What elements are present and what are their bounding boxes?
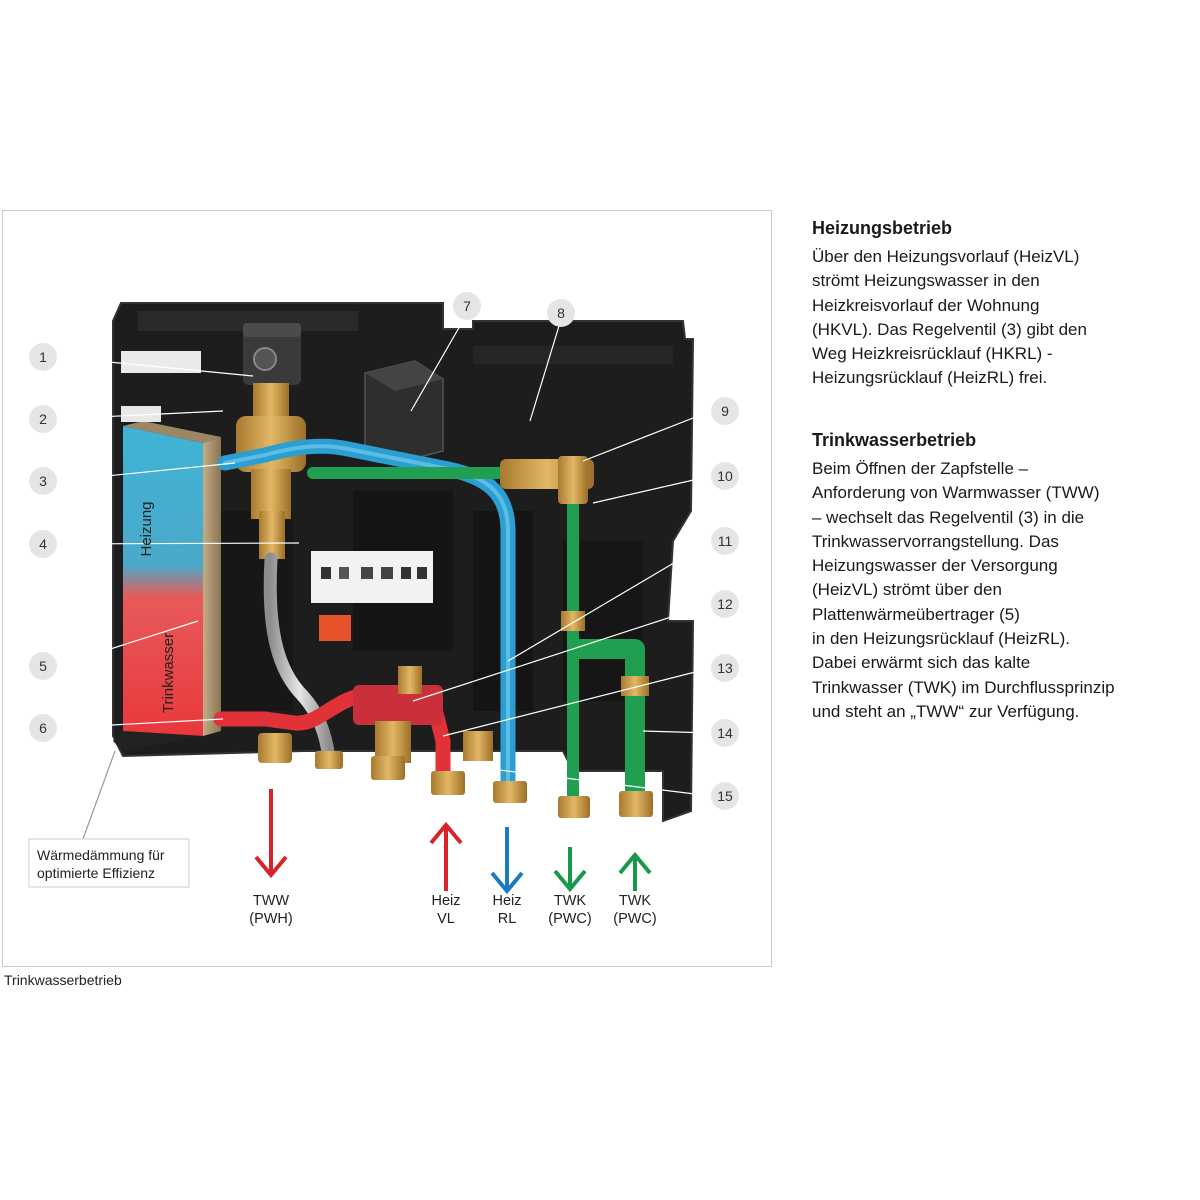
drinking-water-mode-section: Trinkwasserbetrieb Beim Öffnen der Zapfs… xyxy=(812,430,1192,724)
callout-number: 6 xyxy=(39,720,47,736)
callout-8 xyxy=(547,299,575,327)
text-line: Trinkwasservorrangstellung. Das xyxy=(812,531,1059,551)
callout-number: 1 xyxy=(39,349,47,365)
station-diagram: 1 2 3 4 5 6 7 8 9 10 11 12 13 14 15 Heiz… xyxy=(28,292,739,927)
text-line: Weg Heizkreisrücklauf (HKRL) - xyxy=(812,344,1053,364)
arrow-heiz-rl xyxy=(490,827,524,895)
connection-label: TWW xyxy=(253,893,290,909)
text-line: Dabei erwärmt sich das kalte xyxy=(812,653,1031,673)
callout-13 xyxy=(711,654,739,682)
arrow-twk-out xyxy=(553,847,587,893)
plate-heat-exchanger xyxy=(113,421,221,751)
callout-number: 14 xyxy=(717,725,733,741)
text-line: Beim Öffnen der Zapfstelle – xyxy=(812,459,1029,478)
callout-number: 7 xyxy=(463,298,471,314)
callout-number: 11 xyxy=(718,533,733,549)
text-line: in den Heizungsrücklauf (HeizRL). xyxy=(812,629,1070,649)
drinking-water-mode-title: Trinkwasserbetrieb xyxy=(812,430,977,450)
info-panel xyxy=(121,351,433,641)
exchanger-label-drinking-water: Trinkwasser xyxy=(160,633,177,713)
connection-label: TWK xyxy=(554,893,587,909)
callout-5 xyxy=(29,652,57,680)
connection-label: (PWC) xyxy=(613,911,657,927)
drinking-water-mode-text: Beim Öffnen der Zapfstelle – Anforderung… xyxy=(812,457,1192,724)
callout-6 xyxy=(29,714,57,742)
connection-labels: TWW (PWH) Heiz VL Heiz RL TWK (PWC) TWK … xyxy=(249,893,657,927)
hot-water-pipes xyxy=(213,666,493,779)
figure-frame: 1 2 3 4 5 6 7 8 9 10 11 12 13 14 15 Heiz… xyxy=(2,210,772,967)
callout-2 xyxy=(29,405,57,433)
callout-7 xyxy=(453,292,481,320)
callout-1 xyxy=(29,343,57,371)
text-line: (HeizVL) strömt über den xyxy=(812,580,1002,600)
insulation-note: Wärmedämmung für optimierte Effizienz xyxy=(28,838,190,888)
callout-number: 13 xyxy=(717,660,733,676)
callout-number: 15 xyxy=(717,788,733,804)
callout-number: 3 xyxy=(39,473,47,489)
figure-caption: Trinkwasserbetrieb xyxy=(4,972,122,988)
insulation-note-line: Wärmedämmung für xyxy=(37,847,165,863)
text-line: und steht an „TWW“ zur Verfügung. xyxy=(812,701,1080,721)
callout-numbers: 1 2 3 4 5 6 7 8 9 10 11 12 13 14 15 xyxy=(39,298,733,804)
text-line: (HKVL). Das Regelventil (3) gibt den xyxy=(812,319,1087,339)
heating-mode-title: Heizungsbetrieb xyxy=(812,218,953,238)
callout-number: 9 xyxy=(721,403,729,419)
callout-10 xyxy=(711,462,739,490)
text-line: Heizkreisvorlauf der Wohnung xyxy=(812,295,1040,315)
callout-number: 4 xyxy=(39,536,47,552)
callout-9 xyxy=(711,397,739,425)
callout-12 xyxy=(711,590,739,618)
text-line: Über den Heizungsvorlauf (HeizVL) xyxy=(812,247,1080,266)
callout-number: 8 xyxy=(557,305,565,321)
callout-markers xyxy=(29,292,739,810)
arrow-twk-in xyxy=(618,851,652,891)
callout-3 xyxy=(29,467,57,495)
text-line: Heizungsrücklauf (HeizRL) frei. xyxy=(812,368,1048,388)
text-line: Plattenwärmeübertrager (5) xyxy=(812,604,1020,624)
connection-label: (PWC) xyxy=(548,911,592,927)
callout-14 xyxy=(711,719,739,747)
connection-label: VL xyxy=(437,911,455,927)
callout-number: 12 xyxy=(717,596,733,612)
circulation-pump xyxy=(364,360,444,464)
callout-4 xyxy=(29,530,57,558)
connection-label: TWK xyxy=(619,893,652,909)
control-valve xyxy=(236,323,306,559)
arrow-tww xyxy=(254,789,288,879)
arrow-heiz-vl xyxy=(429,821,463,891)
connection-label: Heiz xyxy=(492,893,521,909)
insulation-leader xyxy=(82,750,116,840)
insulation-note-line: optimierte Effizienz xyxy=(37,865,155,881)
connection-label: RL xyxy=(498,911,517,927)
text-line: Heizungswasser der Versorgung xyxy=(812,556,1058,576)
callout-15 xyxy=(711,782,739,810)
connection-label: (PWH) xyxy=(249,911,293,927)
heating-mode-text: Über den Heizungsvorlauf (HeizVL) strömt… xyxy=(812,245,1192,391)
callout-11 xyxy=(711,527,739,555)
leader-lines xyxy=(56,318,712,797)
exchanger-label-heating: Heizung xyxy=(138,501,155,556)
text-line: – wechselt das Regelventil (3) in die xyxy=(812,507,1085,527)
callout-number: 2 xyxy=(39,411,47,427)
heating-mode-section: Heizungsbetrieb Über den Heizungsvorlauf… xyxy=(812,218,1192,391)
text-line: strömt Heizungswasser in den xyxy=(812,271,1040,291)
connection-label: Heiz xyxy=(431,893,460,909)
callout-number: 10 xyxy=(717,468,733,484)
text-line: Anforderung von Warmwasser (TWW) xyxy=(812,483,1100,503)
callout-number: 5 xyxy=(39,658,47,674)
cold-water-pipes xyxy=(307,456,649,802)
steel-flex-pipe xyxy=(263,552,336,766)
bottom-fittings xyxy=(258,733,653,818)
text-line: Trinkwasser (TWK) im Durchflussprinzip xyxy=(812,677,1115,697)
